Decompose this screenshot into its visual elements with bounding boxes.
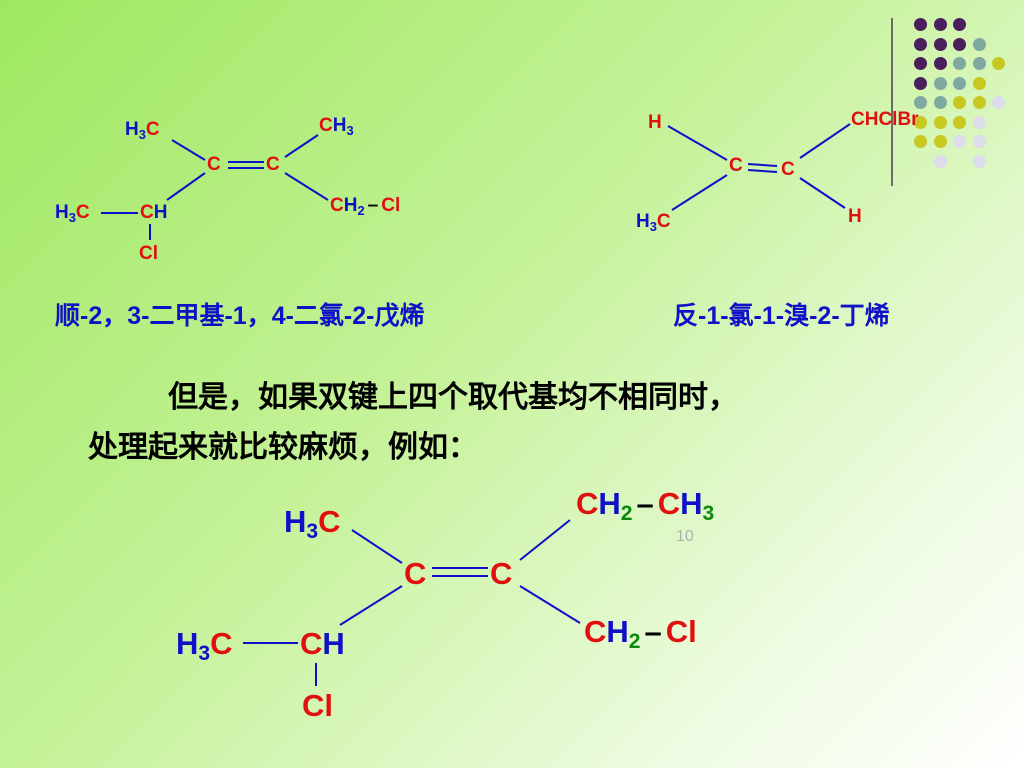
decorative-dot: [953, 18, 966, 31]
decorative-dot: [953, 96, 966, 109]
decorative-dot: [933, 57, 947, 70]
m3-h3c-top: H3C: [284, 504, 341, 543]
m1-ch2cl: CH2–Cl: [330, 195, 401, 218]
decorative-dot: [953, 76, 966, 90]
bond-m1-c-ch3: [284, 134, 319, 158]
m2-h-bottom: H: [848, 206, 862, 227]
decorative-dot: [972, 96, 986, 109]
m3-c-left: C: [404, 556, 427, 591]
decorative-dot: [972, 154, 986, 168]
m1-h3c-top: H3C: [125, 119, 160, 142]
decorative-dot: [914, 76, 927, 90]
decorative-dot: [914, 57, 927, 70]
decorative-dot: [992, 96, 1005, 109]
m3-c-right: C: [490, 556, 513, 591]
decorative-dot: [953, 115, 966, 129]
m3-ch: CH: [300, 626, 345, 661]
decorative-dot: [933, 37, 947, 51]
bond-m2-h-c: [667, 125, 728, 161]
bond-m1-c-ch2: [284, 172, 329, 201]
decorative-dot: [914, 96, 927, 109]
bond-m2-double-bottom: [747, 169, 778, 173]
decorative-dot: [972, 76, 986, 90]
bond-m2-c-h3c: [671, 174, 728, 211]
m1-h3c-bottom: H3C: [55, 202, 90, 225]
bond-m3-c-ch2-lower: [519, 585, 581, 624]
m1-c-right: C: [266, 154, 280, 175]
bond-m2-double-top: [747, 163, 778, 167]
bond-m2-c-chclbr: [799, 123, 851, 159]
decorative-dot: [914, 18, 927, 31]
decorative-dot: [953, 37, 966, 51]
decorative-dot: [933, 115, 947, 129]
bond-m2-c-h: [799, 177, 846, 209]
decorative-dot: [933, 76, 947, 90]
decorative-dot: [914, 135, 927, 148]
caption-left: 顺-2，3-二甲基-1，4-二氯-2-戊烯: [55, 302, 425, 330]
bond-m1-h3c-c: [171, 139, 206, 161]
decorative-dot: [972, 37, 986, 51]
page-number: 10: [676, 528, 694, 545]
m2-chclbr: CHClBr: [851, 109, 919, 130]
decorative-dot: [972, 135, 986, 148]
m1-cl: Cl: [139, 243, 158, 264]
decorative-dot: [972, 115, 986, 129]
decorative-dot: [933, 18, 947, 31]
decorative-dot: [953, 135, 966, 148]
m2-h3c: H3C: [636, 211, 671, 234]
m2-h-top: H: [648, 112, 662, 133]
decorative-dot: [953, 57, 966, 70]
m2-c-right: C: [781, 159, 795, 180]
bond-m3-h3c-c: [351, 529, 403, 564]
m1-ch3-top: CH3: [319, 115, 354, 138]
bond-m3-c-ch: [339, 585, 403, 626]
m3-h3c-bottom: H3C: [176, 626, 233, 665]
decorative-dot: [992, 57, 1005, 70]
decorative-dot: [933, 154, 947, 168]
text-line-2: 处理起来就比较麻烦，例如：: [88, 430, 478, 465]
decorative-divider-line: [891, 18, 893, 186]
decorative-dot: [914, 115, 927, 129]
bond-m1-c-ch: [166, 172, 206, 201]
text-line-1: 但是，如果双键上四个取代基均不相同时，: [168, 380, 738, 415]
decorative-dot: [972, 57, 986, 70]
m1-ch: CH: [140, 202, 168, 223]
m1-c-left: C: [207, 154, 221, 175]
m2-c-left: C: [729, 155, 743, 176]
bond-m3-c-ch2: [519, 519, 571, 561]
decorative-dot: [914, 37, 927, 51]
m3-ch2cl: CH2–Cl: [584, 614, 697, 653]
m3-cl: Cl: [302, 688, 333, 723]
decorative-dot: [933, 96, 947, 109]
m3-ch2ch3: CH2–CH3: [576, 486, 715, 525]
decorative-dot: [933, 135, 947, 148]
caption-right: 反-1-氯-1-溴-2-丁烯: [673, 302, 890, 330]
